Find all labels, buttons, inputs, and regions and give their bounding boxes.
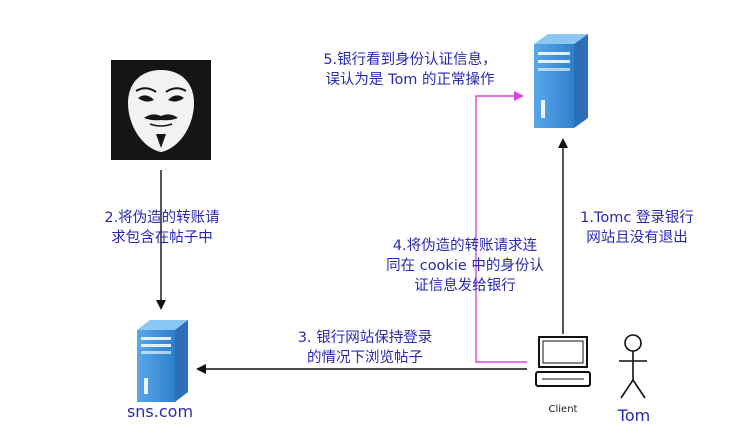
step2-line2: 求包含在帖子中 xyxy=(111,230,213,246)
step1-line1: 1.Tomc 登录银行 xyxy=(580,210,694,226)
step5-label: 5.银行看到身份认证信息， 误认为是 Tom 的正常操作 xyxy=(300,50,520,90)
step3-line1: 3. 银行网站保持登录 xyxy=(297,330,433,346)
step4-line3: 证信息发给银行 xyxy=(414,278,516,294)
step2-line1: 2.将伪造的转账请 xyxy=(104,210,220,226)
step5-line2: 误认为是 Tom 的正常操作 xyxy=(325,72,495,88)
bank-server-icon xyxy=(534,34,588,128)
sns-server-icon xyxy=(137,320,188,402)
step2-label: 2.将伪造的转账请 求包含在帖子中 xyxy=(82,208,242,248)
step3-label: 3. 银行网站保持登录 的情况下浏览帖子 xyxy=(265,328,465,368)
step5-line1: 5.银行看到身份认证信息， xyxy=(323,52,497,68)
step4-label: 4.将伪造的转账请求连 同在 cookie 中的身份认 证信息发给银行 xyxy=(360,236,570,296)
arrow-forged-request-to-bank xyxy=(475,91,527,363)
computer-icon xyxy=(535,336,591,387)
step4-line1: 4.将伪造的转账请求连 xyxy=(392,238,538,254)
sns-label: sns.com xyxy=(126,402,194,421)
client-label: Client xyxy=(548,404,578,415)
stick-figure-icon xyxy=(619,334,647,399)
step1-label: 1.Tomc 登录银行 网站且没有退出 xyxy=(567,208,707,248)
tom-label: Tom xyxy=(617,406,651,425)
step3-line2: 的情况下浏览帖子 xyxy=(307,350,423,366)
step4-line2: 同在 cookie 中的身份认 xyxy=(386,258,544,274)
anonymous-mask-icon xyxy=(111,60,211,160)
step1-line2: 网站且没有退出 xyxy=(586,230,688,246)
